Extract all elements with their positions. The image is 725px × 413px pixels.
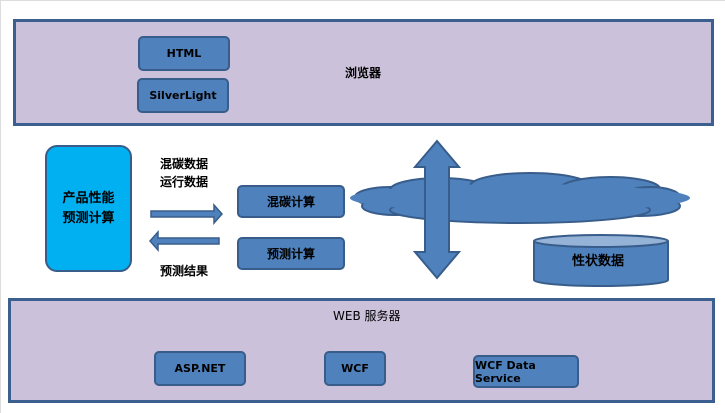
client-line-2: 预测计算 xyxy=(62,210,115,226)
silverlight-box[interactable]: SilverLight xyxy=(137,78,229,113)
request-label-2: 运行数据 xyxy=(160,175,209,189)
browser-panel-label: 浏览器 xyxy=(345,66,382,80)
wcf-data-service-box[interactable]: WCF Data Service xyxy=(473,355,579,388)
request-label-1: 混碳数据 xyxy=(160,157,209,171)
carbon-calc-box[interactable]: 混碳计算 xyxy=(237,185,345,218)
frame-left-edge xyxy=(0,0,1,413)
datastore-cylinder xyxy=(533,234,669,287)
request-arrow xyxy=(150,203,224,225)
aspnet-box[interactable]: ASP.NET xyxy=(154,351,246,386)
network-cloud xyxy=(350,172,690,224)
predict-calc-label: 预测计算 xyxy=(266,247,315,261)
aspnet-label: ASP.NET xyxy=(174,362,226,375)
response-arrow xyxy=(148,230,220,252)
client-line-1: 产品性能 xyxy=(62,190,115,206)
wcf-data-service-label: WCF Data Service xyxy=(475,358,536,385)
silverlight-label: SilverLight xyxy=(149,89,217,102)
wcf-label: WCF xyxy=(341,362,369,375)
web-server-panel: WEB 服务器 ASP.NET WCF WCF Data Service xyxy=(8,298,715,403)
response-label: 预测结果 xyxy=(160,264,209,278)
html-label: HTML xyxy=(166,47,202,60)
browser-panel: HTML SilverLight 浏览器 xyxy=(13,19,714,126)
wcf-box[interactable]: WCF xyxy=(324,351,386,386)
product-performance-box[interactable]: 产品性能 预测计算 xyxy=(45,145,132,272)
vertical-double-arrow xyxy=(412,139,462,280)
datastore-label: 性状数据 xyxy=(572,254,625,269)
html-box[interactable]: HTML xyxy=(138,36,230,71)
predict-calc-box[interactable]: 预测计算 xyxy=(237,237,345,270)
web-server-panel-label: WEB 服务器 xyxy=(333,309,401,323)
carbon-calc-label: 混碳计算 xyxy=(266,195,315,209)
frame-top-edge xyxy=(0,0,725,1)
